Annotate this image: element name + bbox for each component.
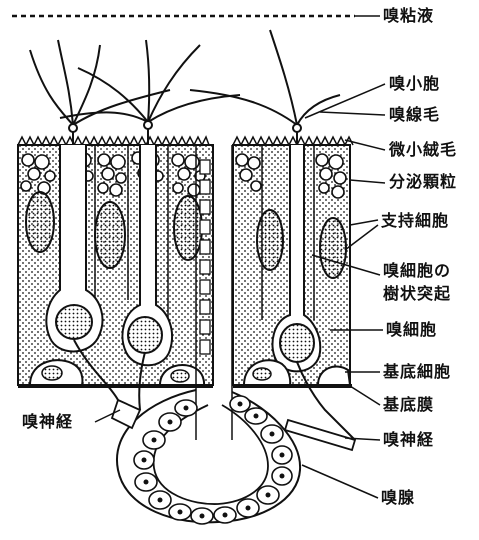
label-dendrite-line2: 樹状突起 [383, 285, 451, 303]
label-nerve-right: 嗅神経 [383, 431, 434, 449]
label-nerve-left: 嗅神経 [22, 413, 73, 431]
label-olfactory-cell: 嗅細胞 [386, 321, 437, 339]
label-cilia: 嗅線毛 [389, 106, 440, 124]
epithelium-left [18, 137, 213, 385]
label-secretory-granules: 分泌顆粒 [389, 173, 457, 191]
label-mucus: 嗅粘液 [383, 7, 434, 25]
olfactory-gland [117, 390, 300, 524]
label-basement-membrane: 基底膜 [383, 396, 434, 414]
label-dendrite-line1: 嗅細胞の [383, 262, 451, 280]
label-basal-cell: 基底細胞 [383, 363, 451, 381]
label-supporting-cells: 支持細胞 [381, 212, 449, 230]
label-vesicle: 嗅小胞 [389, 75, 440, 93]
label-microvilli: 微小絨毛 [389, 141, 457, 159]
cilia-and-dendrites [30, 30, 340, 145]
label-gland: 嗅腺 [381, 489, 415, 507]
